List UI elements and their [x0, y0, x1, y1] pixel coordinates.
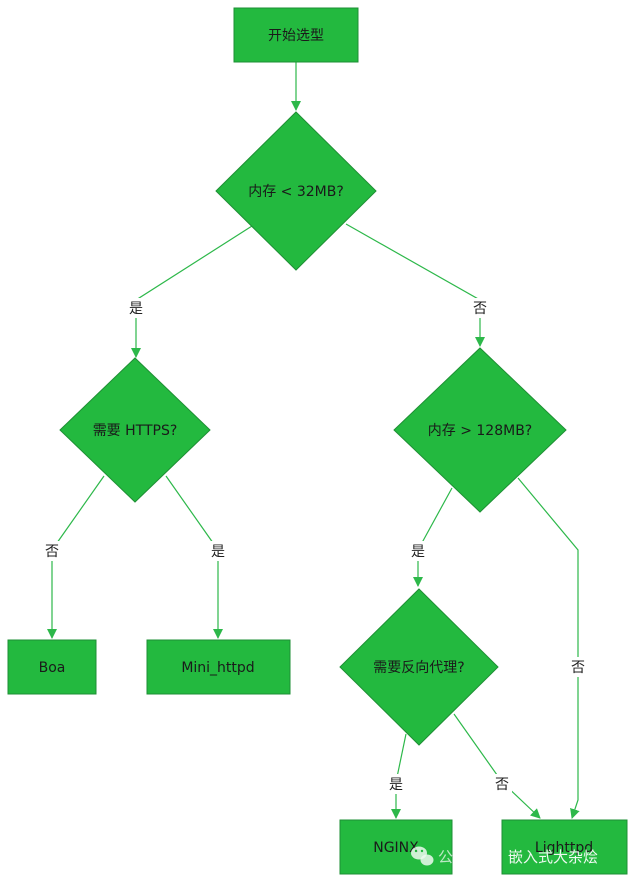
edge-label-proxy-yes: 是	[389, 777, 403, 793]
node-reverse-proxy-label: 需要反向代理?	[373, 660, 464, 676]
edge-label-https-yes: 是	[211, 544, 225, 560]
node-lighttpd: Lighttpd	[501, 819, 628, 875]
edge-label-mem128-no: 否	[571, 660, 585, 676]
edge-mem128-no	[517, 477, 580, 819]
watermark-prefix: 公众号	[438, 848, 483, 866]
edge-label-https-no: 否	[45, 544, 59, 560]
node-nginx-label: NGINX	[373, 840, 419, 856]
node-reverse-proxy: 需要反向代理?	[339, 588, 499, 746]
node-mem32-label: 内存 < 32MB?	[248, 184, 344, 200]
node-mini-httpd: Mini_httpd	[146, 639, 291, 695]
node-lighttpd-label: Lighttpd	[535, 840, 593, 856]
watermark: 公众号 嵌入式大杂烩	[411, 846, 598, 866]
node-boa: Boa	[7, 639, 97, 695]
edge-labels: 是 否 否 是 是 否 是 否	[42, 298, 588, 794]
wechat-icon	[411, 846, 434, 866]
nodes: 开始选型 内存 < 32MB? 需要 HTTPS? 内存 > 128MB? Bo…	[7, 7, 628, 875]
node-mem32: 内存 < 32MB?	[215, 111, 377, 271]
edge-mem32-yes	[131, 225, 253, 358]
edge-label-proxy-no: 否	[495, 777, 509, 793]
watermark-name: 嵌入式大杂烩	[508, 848, 598, 866]
edge-proxy-no	[453, 713, 541, 819]
node-mini-httpd-label: Mini_httpd	[181, 660, 254, 676]
edge-mem128-yes	[413, 487, 453, 587]
edge-label-mem32-yes: 是	[129, 301, 143, 317]
node-boa-label: Boa	[39, 660, 66, 676]
node-https-label: 需要 HTTPS?	[93, 423, 178, 439]
edge-mem32-no	[345, 223, 485, 347]
node-start-label: 开始选型	[268, 28, 324, 44]
node-https: 需要 HTTPS?	[59, 357, 211, 503]
node-mem128-label: 内存 > 128MB?	[428, 423, 532, 439]
edge-label-mem32-no: 否	[473, 301, 487, 317]
node-start: 开始选型	[233, 7, 359, 63]
node-mem128: 内存 > 128MB?	[393, 347, 567, 513]
edge-label-mem128-yes: 是	[411, 544, 425, 560]
node-nginx: NGINX	[339, 819, 453, 875]
